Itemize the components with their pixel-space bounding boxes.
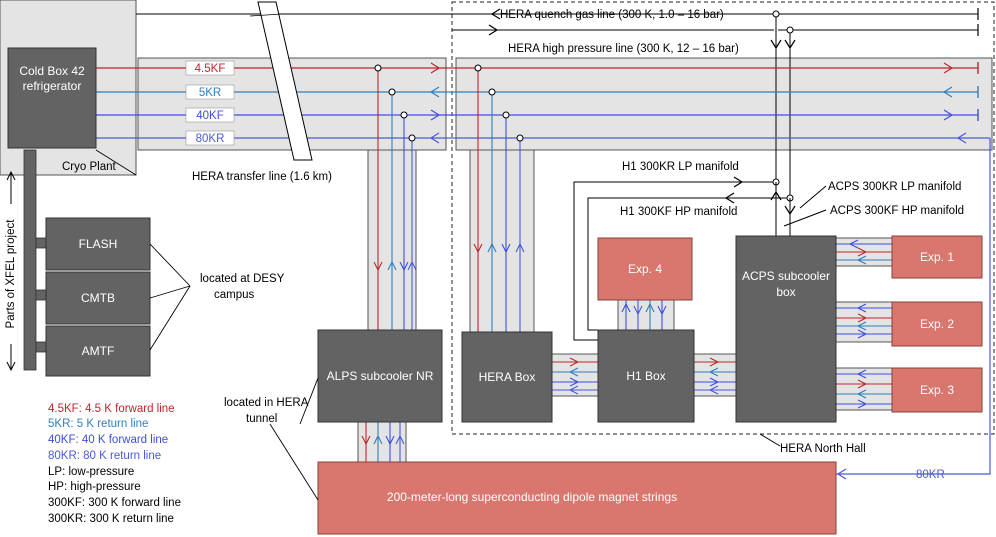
cold-box-line1: Cold Box 42 — [19, 64, 85, 78]
box-magnet — [317, 461, 837, 535]
cold-box-line2: refrigerator — [23, 79, 82, 93]
label-40kf: 40KF — [196, 110, 224, 122]
h1-hp-label: H1 300KF HP manifold — [620, 206, 737, 218]
box-exp3 — [891, 367, 983, 413]
cold-box-label: Cold Box 42 — [19, 64, 85, 78]
xfel-label: Parts of XFEL project — [5, 219, 17, 329]
exp3-label: Exp. 3 — [920, 383, 954, 397]
exp1-label: Exp. 1 — [920, 250, 954, 264]
legend-hp: HP: high-pressure — [48, 481, 141, 493]
north-hall-boundary — [451, 1, 995, 435]
transfer-line-label: HERA transfer line (1.6 km) — [192, 171, 332, 183]
label-80kr: 80KR — [196, 133, 225, 145]
acps-hp-label: ACPS 300KF HP manifold — [830, 205, 964, 217]
acps-lp-label: ACPS 300KR LP manifold — [828, 181, 961, 193]
label-5kr: 5KR — [199, 87, 221, 99]
cold-box-42 — [7, 47, 97, 149]
h1-acps-lines — [694, 357, 736, 395]
h1-box-label: H1 Box — [626, 369, 665, 383]
line-80kr-to-magnet — [836, 138, 991, 475]
exp4-label: Exp. 4 — [628, 262, 662, 276]
desy-label-1: located at DESY — [200, 273, 285, 285]
legend-80kr: 80KR: 80 K return line — [48, 450, 161, 462]
xfel-spine — [23, 149, 37, 371]
amtf-label: AMTF — [82, 344, 115, 358]
box-exp1 — [891, 235, 983, 279]
acps-label-1: ACPS subcooler — [742, 269, 830, 283]
acps-label-2: box — [776, 285, 795, 299]
quench-line-label: HERA quench gas line (300 K, 1.0 – 16 ba… — [500, 9, 724, 21]
legend-300kf: 300KF: 300 K forward line — [48, 497, 181, 509]
bundle-to-hera-box — [469, 149, 535, 333]
hp-line-label: HERA high pressure line (300 K, 12 – 16 … — [508, 43, 739, 55]
desy-label-2: campus — [214, 289, 255, 301]
magnet-label: 200-meter-long superconducting dipole ma… — [387, 490, 677, 504]
transfer-panel-right — [455, 57, 993, 151]
h1-lp-manifold-line — [573, 181, 776, 341]
hera-box-label: HERA Box — [479, 370, 536, 384]
legend-lp: LP: low-pressure — [48, 466, 134, 478]
legend-5kr: 5KR: 5 K return line — [48, 418, 148, 430]
cmtb-label: CMTB — [81, 291, 115, 305]
tunnel-label-2: tunnel — [246, 413, 277, 425]
box-exp2 — [891, 301, 983, 347]
transfer-line-break — [257, 1, 313, 161]
box-hera — [461, 331, 553, 423]
box-h1 — [597, 329, 695, 423]
alps-magnet-taps — [361, 422, 405, 462]
acps-exp-lines — [836, 239, 892, 409]
h1-lp-label: H1 300KR LP manifold — [622, 161, 739, 173]
legend-45kf: 4.5KF: 4.5 K forward line — [48, 403, 175, 415]
box-alps — [317, 329, 443, 423]
tunnel-label-1: located in HERA — [224, 397, 309, 409]
box-acps — [735, 235, 837, 423]
flash-label: FLASH — [79, 237, 118, 251]
exp4-h1-lines — [621, 300, 667, 330]
label-80kr-right: 80KR — [916, 469, 945, 481]
cryo-plant-label: Cryo Plant — [62, 161, 116, 173]
hera-h1-lines — [552, 357, 598, 395]
alps-taps — [373, 64, 417, 330]
exp2-label: Exp. 2 — [920, 317, 954, 331]
arrow-right-hp — [488, 24, 499, 36]
arrow-left-quench — [490, 8, 501, 20]
box-exp4 — [597, 237, 693, 301]
legend-300kr: 300KR: 300 K return line — [48, 513, 174, 525]
north-hall-label: HERA North Hall — [780, 443, 866, 455]
h1-hp-manifold-line — [587, 197, 790, 331]
legend: 4.5KF: 4.5 K forward line 5KR: 5 K retur… — [48, 403, 181, 525]
bundle-exp4-h1 — [617, 299, 675, 331]
legend-40kf: 40KF: 40 K forward line — [48, 434, 168, 446]
label-45kf: 4.5KF — [195, 63, 226, 75]
hera-box-taps — [473, 64, 525, 332]
box-amtf — [45, 325, 151, 377]
alps-label: ALPS subcooler NR — [327, 369, 434, 383]
